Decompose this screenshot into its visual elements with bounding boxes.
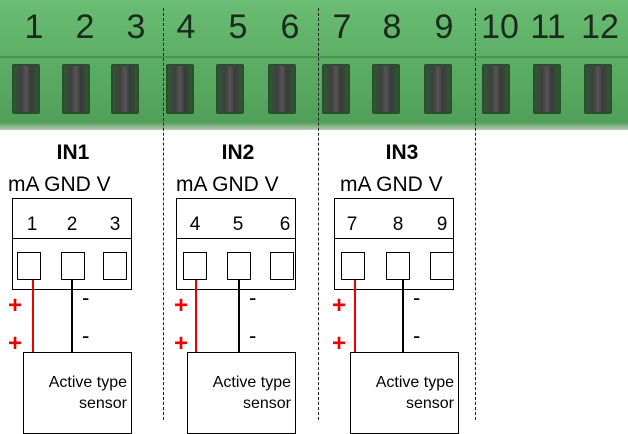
terminal-pin-number: 1 [24, 8, 44, 46]
sensor-label: Active type sensor [376, 372, 454, 414]
connector-pin-number: 1 [26, 214, 38, 235]
negative-marker: - [413, 285, 421, 310]
sensor-label-line1: Active type [48, 374, 127, 391]
sensor-label: Active type sensor [213, 372, 291, 414]
terminal-screw-slot [584, 64, 612, 114]
positive-wire [354, 280, 356, 353]
negative-marker: - [82, 323, 90, 348]
negative-marker: - [413, 323, 421, 348]
sensor-label-line2: sensor [242, 395, 291, 412]
connector-pin-number: 9 [436, 214, 448, 235]
positive-wire [195, 280, 197, 353]
connector-pin-number: 6 [279, 214, 291, 235]
connector-divider-line [176, 238, 296, 239]
channel-divider [475, 8, 476, 420]
connector-divider-line [12, 238, 132, 239]
positive-marker: + [8, 330, 23, 357]
active-sensor-box: Active type sensor [23, 352, 132, 434]
terminal-pin-number: 2 [75, 8, 95, 46]
terminal-pin-number: 5 [228, 8, 248, 46]
terminal-socket [430, 252, 454, 280]
terminal-base [0, 122, 628, 130]
terminal-socket [61, 252, 85, 280]
negative-wire [71, 280, 73, 353]
connector-pin-number: 8 [392, 214, 404, 235]
terminal-pin-number: 8 [382, 8, 402, 46]
terminal-screw-slot [166, 64, 194, 114]
input-title: IN1 [56, 141, 90, 164]
terminal-socket [386, 252, 410, 280]
negative-wire [238, 280, 240, 353]
sensor-label-line2: sensor [405, 395, 454, 412]
terminal-pin-number: 7 [332, 8, 352, 46]
terminal-socket [341, 252, 365, 280]
signal-labels: mA GND V [8, 173, 111, 196]
terminal-socket [103, 252, 127, 280]
positive-marker: + [174, 292, 189, 319]
terminal-pin-number: 6 [280, 8, 300, 46]
connector-pin-number: 7 [346, 214, 358, 235]
terminal-screw-slot [268, 64, 296, 114]
positive-wire [32, 280, 34, 353]
input-title: IN2 [221, 141, 255, 164]
input-title: IN3 [385, 141, 419, 164]
terminal-screw-slot [482, 64, 510, 114]
terminal-socket [270, 252, 294, 280]
sensor-label-line1: Active type [375, 374, 454, 391]
terminal-screw-slot [12, 64, 40, 114]
terminal-screw-slot [216, 64, 244, 114]
connector-pin-number: 3 [109, 214, 121, 235]
terminal-pin-number: 11 [530, 8, 566, 46]
terminal-socket [227, 252, 251, 280]
terminal-pin-number: 12 [581, 8, 619, 46]
negative-marker: - [249, 285, 257, 310]
terminal-screw-slot [322, 64, 350, 114]
active-sensor-box: Active type sensor [187, 352, 296, 434]
terminal-screw-slot [111, 64, 139, 114]
positive-marker: + [332, 330, 347, 357]
connector-pin-number: 4 [189, 214, 201, 235]
terminal-socket [17, 252, 41, 280]
connector-divider-line [334, 238, 454, 239]
terminal-pin-number: 10 [481, 8, 519, 46]
terminal-socket [183, 252, 207, 280]
terminal-screw-slot [372, 64, 400, 114]
terminal-pin-number: 3 [126, 8, 146, 46]
signal-labels: mA GND V [340, 173, 443, 196]
active-sensor-box: Active type sensor [350, 352, 459, 434]
terminal-ridge [0, 56, 628, 58]
terminal-screw-slot [62, 64, 90, 114]
terminal-screw-slot [533, 64, 561, 114]
positive-marker: + [8, 292, 23, 319]
channel-divider [318, 8, 319, 420]
positive-marker: + [332, 292, 347, 319]
connector-pin-number: 2 [66, 214, 78, 235]
sensor-label: Active type sensor [49, 372, 127, 414]
sensor-label-line1: Active type [212, 374, 291, 391]
signal-labels: mA GND V [176, 173, 279, 196]
terminal-pin-number: 4 [176, 8, 196, 46]
terminal-pin-number: 9 [434, 8, 454, 46]
negative-marker: - [249, 323, 257, 348]
connector-pin-number: 5 [232, 214, 244, 235]
channel-divider [163, 8, 164, 420]
terminal-screw-slot [424, 64, 452, 114]
sensor-label-line2: sensor [78, 395, 127, 412]
negative-marker: - [82, 285, 90, 310]
negative-wire [402, 280, 404, 353]
positive-marker: + [174, 330, 189, 357]
